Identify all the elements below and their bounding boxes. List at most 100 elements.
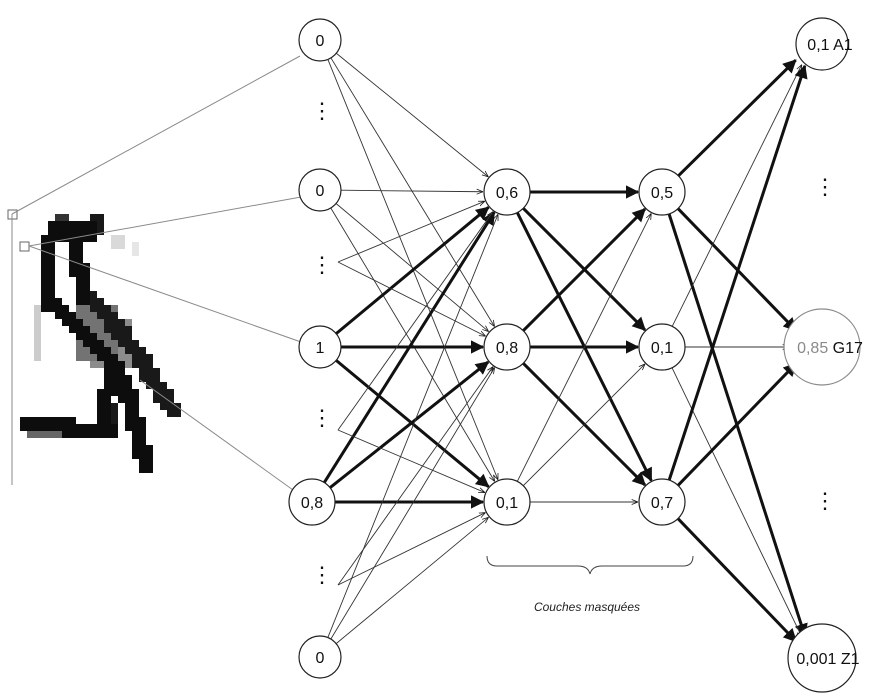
hieroglyph-pixel	[62, 305, 69, 312]
hieroglyph-pixel	[41, 424, 48, 431]
hieroglyph-pixel	[111, 389, 118, 396]
image-to-input-links	[11, 55, 302, 496]
hieroglyph-pixel	[90, 424, 97, 431]
hieroglyph-pixel	[41, 249, 48, 256]
hieroglyph-pixel	[76, 263, 83, 270]
output-code: G17	[828, 340, 863, 357]
hieroglyph-pixel	[139, 354, 146, 361]
hieroglyph-pixel	[125, 382, 132, 389]
hieroglyph-pixel	[34, 417, 41, 424]
hieroglyph-pixel	[160, 396, 167, 403]
hieroglyph-pixel	[34, 333, 41, 340]
hieroglyph-pixel	[132, 347, 139, 354]
hieroglyph-pixel	[48, 277, 55, 284]
hieroglyph-pixel	[139, 431, 146, 438]
hieroglyph-pixel	[146, 445, 153, 452]
hieroglyph-pixel	[90, 214, 97, 221]
hieroglyph-pixel	[97, 424, 104, 431]
hieroglyph-pixel	[139, 424, 146, 431]
hieroglyph-pixel	[167, 403, 174, 410]
input-node-label: 1	[316, 340, 325, 357]
hieroglyph-pixel	[111, 382, 118, 389]
input-node-label: 0	[316, 650, 325, 667]
hieroglyph-pixel	[90, 347, 97, 354]
hieroglyph-pixel	[104, 424, 111, 431]
hidden-node-layer-1-circle	[483, 323, 531, 371]
hieroglyph-pixel	[97, 396, 104, 403]
hieroglyph-pixel	[55, 424, 62, 431]
hieroglyph-pixel	[34, 340, 41, 347]
hieroglyph-pixel	[97, 319, 104, 326]
hieroglyph-pixel	[83, 291, 90, 298]
hieroglyph-pixel	[76, 277, 83, 284]
hieroglyph-pixel	[83, 298, 90, 305]
hieroglyph-pixel	[69, 263, 76, 270]
hidden-node-layer-1: 0,8	[483, 323, 531, 371]
hieroglyph-pixel	[83, 340, 90, 347]
hieroglyph-pixel	[48, 305, 55, 312]
hieroglyph-pixel	[27, 431, 34, 438]
hieroglyph-pixel	[48, 221, 55, 228]
hieroglyph-pixel	[139, 438, 146, 445]
hieroglyph-pixel	[139, 459, 146, 466]
input-node-label: 0,8	[301, 495, 323, 512]
hieroglyph-pixel	[62, 431, 69, 438]
hieroglyph-pixel	[55, 214, 62, 221]
hieroglyph-pixel	[90, 312, 97, 319]
hieroglyph-pixel	[55, 221, 62, 228]
hieroglyph-pixel	[111, 347, 118, 354]
hieroglyph-pixel	[97, 354, 104, 361]
input-node: 0,8	[288, 478, 336, 526]
hieroglyph-pixel	[34, 312, 41, 319]
hieroglyph-pixel	[153, 382, 160, 389]
hieroglyph-pixel	[132, 417, 139, 424]
input-to-hidden-edge	[337, 367, 493, 586]
hieroglyph-pixel	[111, 424, 118, 431]
hieroglyph-pixel	[34, 347, 41, 354]
hieroglyph-pixel	[146, 354, 153, 361]
hieroglyph-pixel	[76, 424, 83, 431]
hieroglyph-pixel	[41, 417, 48, 424]
hieroglyph-pixel	[41, 291, 48, 298]
hieroglyph-pixel	[76, 326, 83, 333]
input-node: 0	[298, 18, 342, 62]
hieroglyph-pixel	[41, 263, 48, 270]
hieroglyph-pixel	[34, 305, 41, 312]
hieroglyph-pixel	[90, 354, 97, 361]
hidden-layers-brace	[486, 555, 694, 575]
hieroglyph-pixel	[41, 305, 48, 312]
hieroglyph-pixel	[55, 305, 62, 312]
hieroglyph-pixel	[104, 326, 111, 333]
hieroglyph-pixel	[104, 396, 111, 403]
hieroglyph-pixel	[104, 333, 111, 340]
hieroglyph-pixel	[111, 235, 118, 242]
hieroglyph-pixel	[83, 312, 90, 319]
hieroglyph-pixel	[97, 326, 104, 333]
hieroglyph-pixel	[104, 431, 111, 438]
hieroglyph-pixel	[132, 403, 139, 410]
hieroglyph-pixel	[139, 452, 146, 459]
hieroglyph-pixel	[97, 417, 104, 424]
connection-edges	[322, 52, 808, 644]
hieroglyph-pixel	[41, 284, 48, 291]
hieroglyph-pixel	[104, 361, 111, 368]
hieroglyph-pixel	[104, 375, 111, 382]
hieroglyph-pixel	[118, 382, 125, 389]
hieroglyph-pixel	[132, 354, 139, 361]
hieroglyph-pixel	[83, 333, 90, 340]
hieroglyph-pixel	[34, 354, 41, 361]
hieroglyph-pixel	[83, 431, 90, 438]
output-node-circle	[783, 308, 861, 386]
hieroglyph-pixel	[83, 228, 90, 235]
hieroglyph-pixel	[62, 424, 69, 431]
hidden-to-hidden-edge	[516, 213, 651, 482]
hieroglyph-pixel	[41, 277, 48, 284]
input-node: 0	[298, 635, 342, 679]
hieroglyph-pixel	[76, 235, 83, 242]
hidden-node-layer-1: 0,6	[483, 168, 531, 216]
hieroglyph-pixel	[97, 361, 104, 368]
hieroglyph-pixel	[97, 333, 104, 340]
hieroglyph-pixel	[41, 256, 48, 263]
hieroglyph-pixel	[48, 249, 55, 256]
